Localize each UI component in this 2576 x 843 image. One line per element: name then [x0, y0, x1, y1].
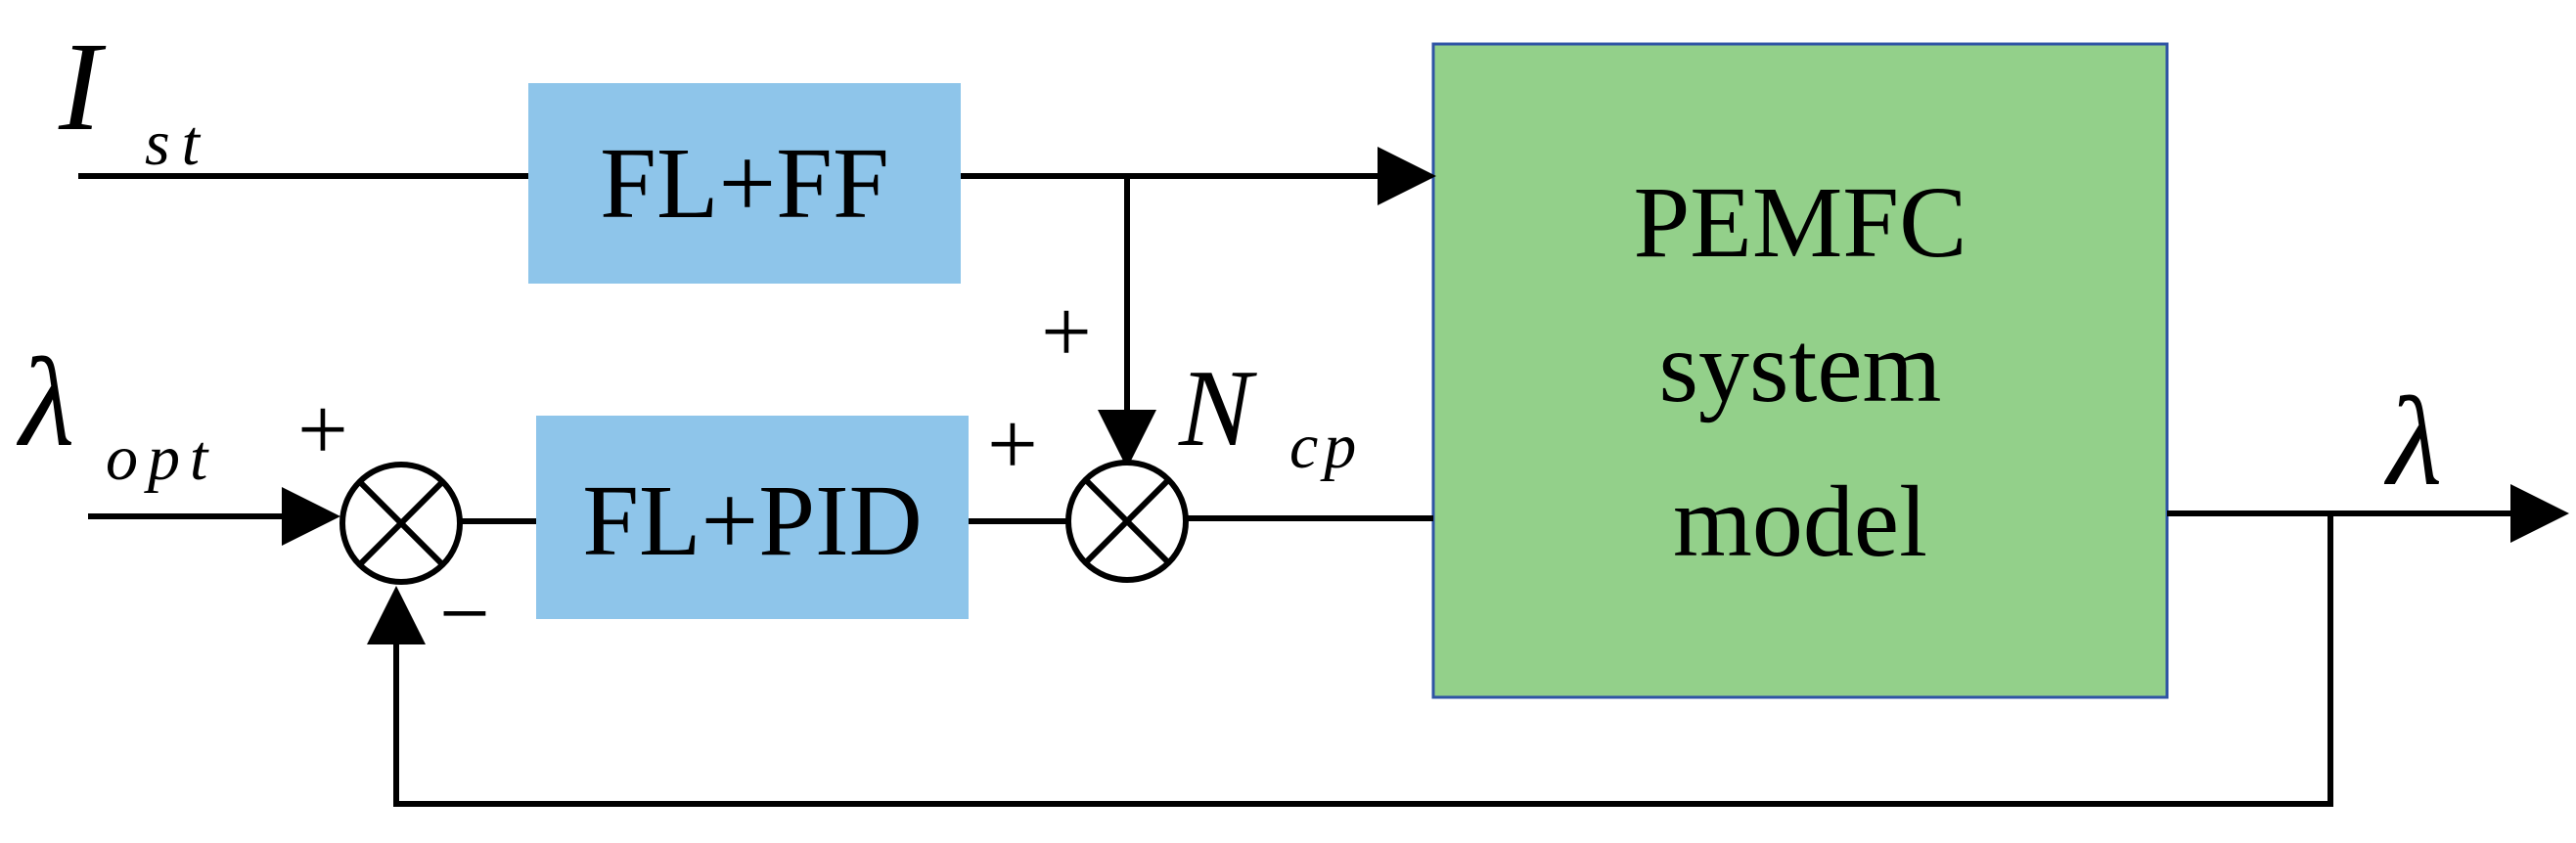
- fl-ff-block: [528, 83, 961, 284]
- pemfc-plant-block: [1431, 42, 2169, 699]
- current-symbol: I: [58, 17, 107, 157]
- sum2-plus-pid-sign: +: [987, 394, 1038, 494]
- lambda-ref-subscript: opt: [106, 422, 217, 494]
- lambda-ref-symbol: λ: [16, 333, 74, 473]
- sum1-minus-sign: −: [439, 563, 490, 663]
- lambda-output-symbol: λ: [2383, 372, 2442, 512]
- current-subscript: st: [145, 108, 211, 179]
- plant-label-line-3: model: [1673, 466, 1927, 578]
- feedback-path: [367, 513, 2333, 807]
- fl-ff-label: FL+FF: [600, 127, 889, 240]
- sum1-plus-sign: +: [297, 379, 348, 479]
- sum1-cross-b: [357, 479, 445, 567]
- ncp-symbol: N: [1178, 348, 1257, 469]
- sum2-cross-b: [1083, 477, 1171, 565]
- plant-label-line-2: system: [1659, 311, 1942, 423]
- sum2-plus-ff-sign: +: [1041, 282, 1092, 381]
- fl-pid-label: FL+PID: [582, 465, 923, 577]
- plant-label-line-1: PEMFC: [1633, 166, 1966, 279]
- ncp-subscript: cp: [1289, 411, 1362, 482]
- fl-pid-block: [536, 416, 969, 619]
